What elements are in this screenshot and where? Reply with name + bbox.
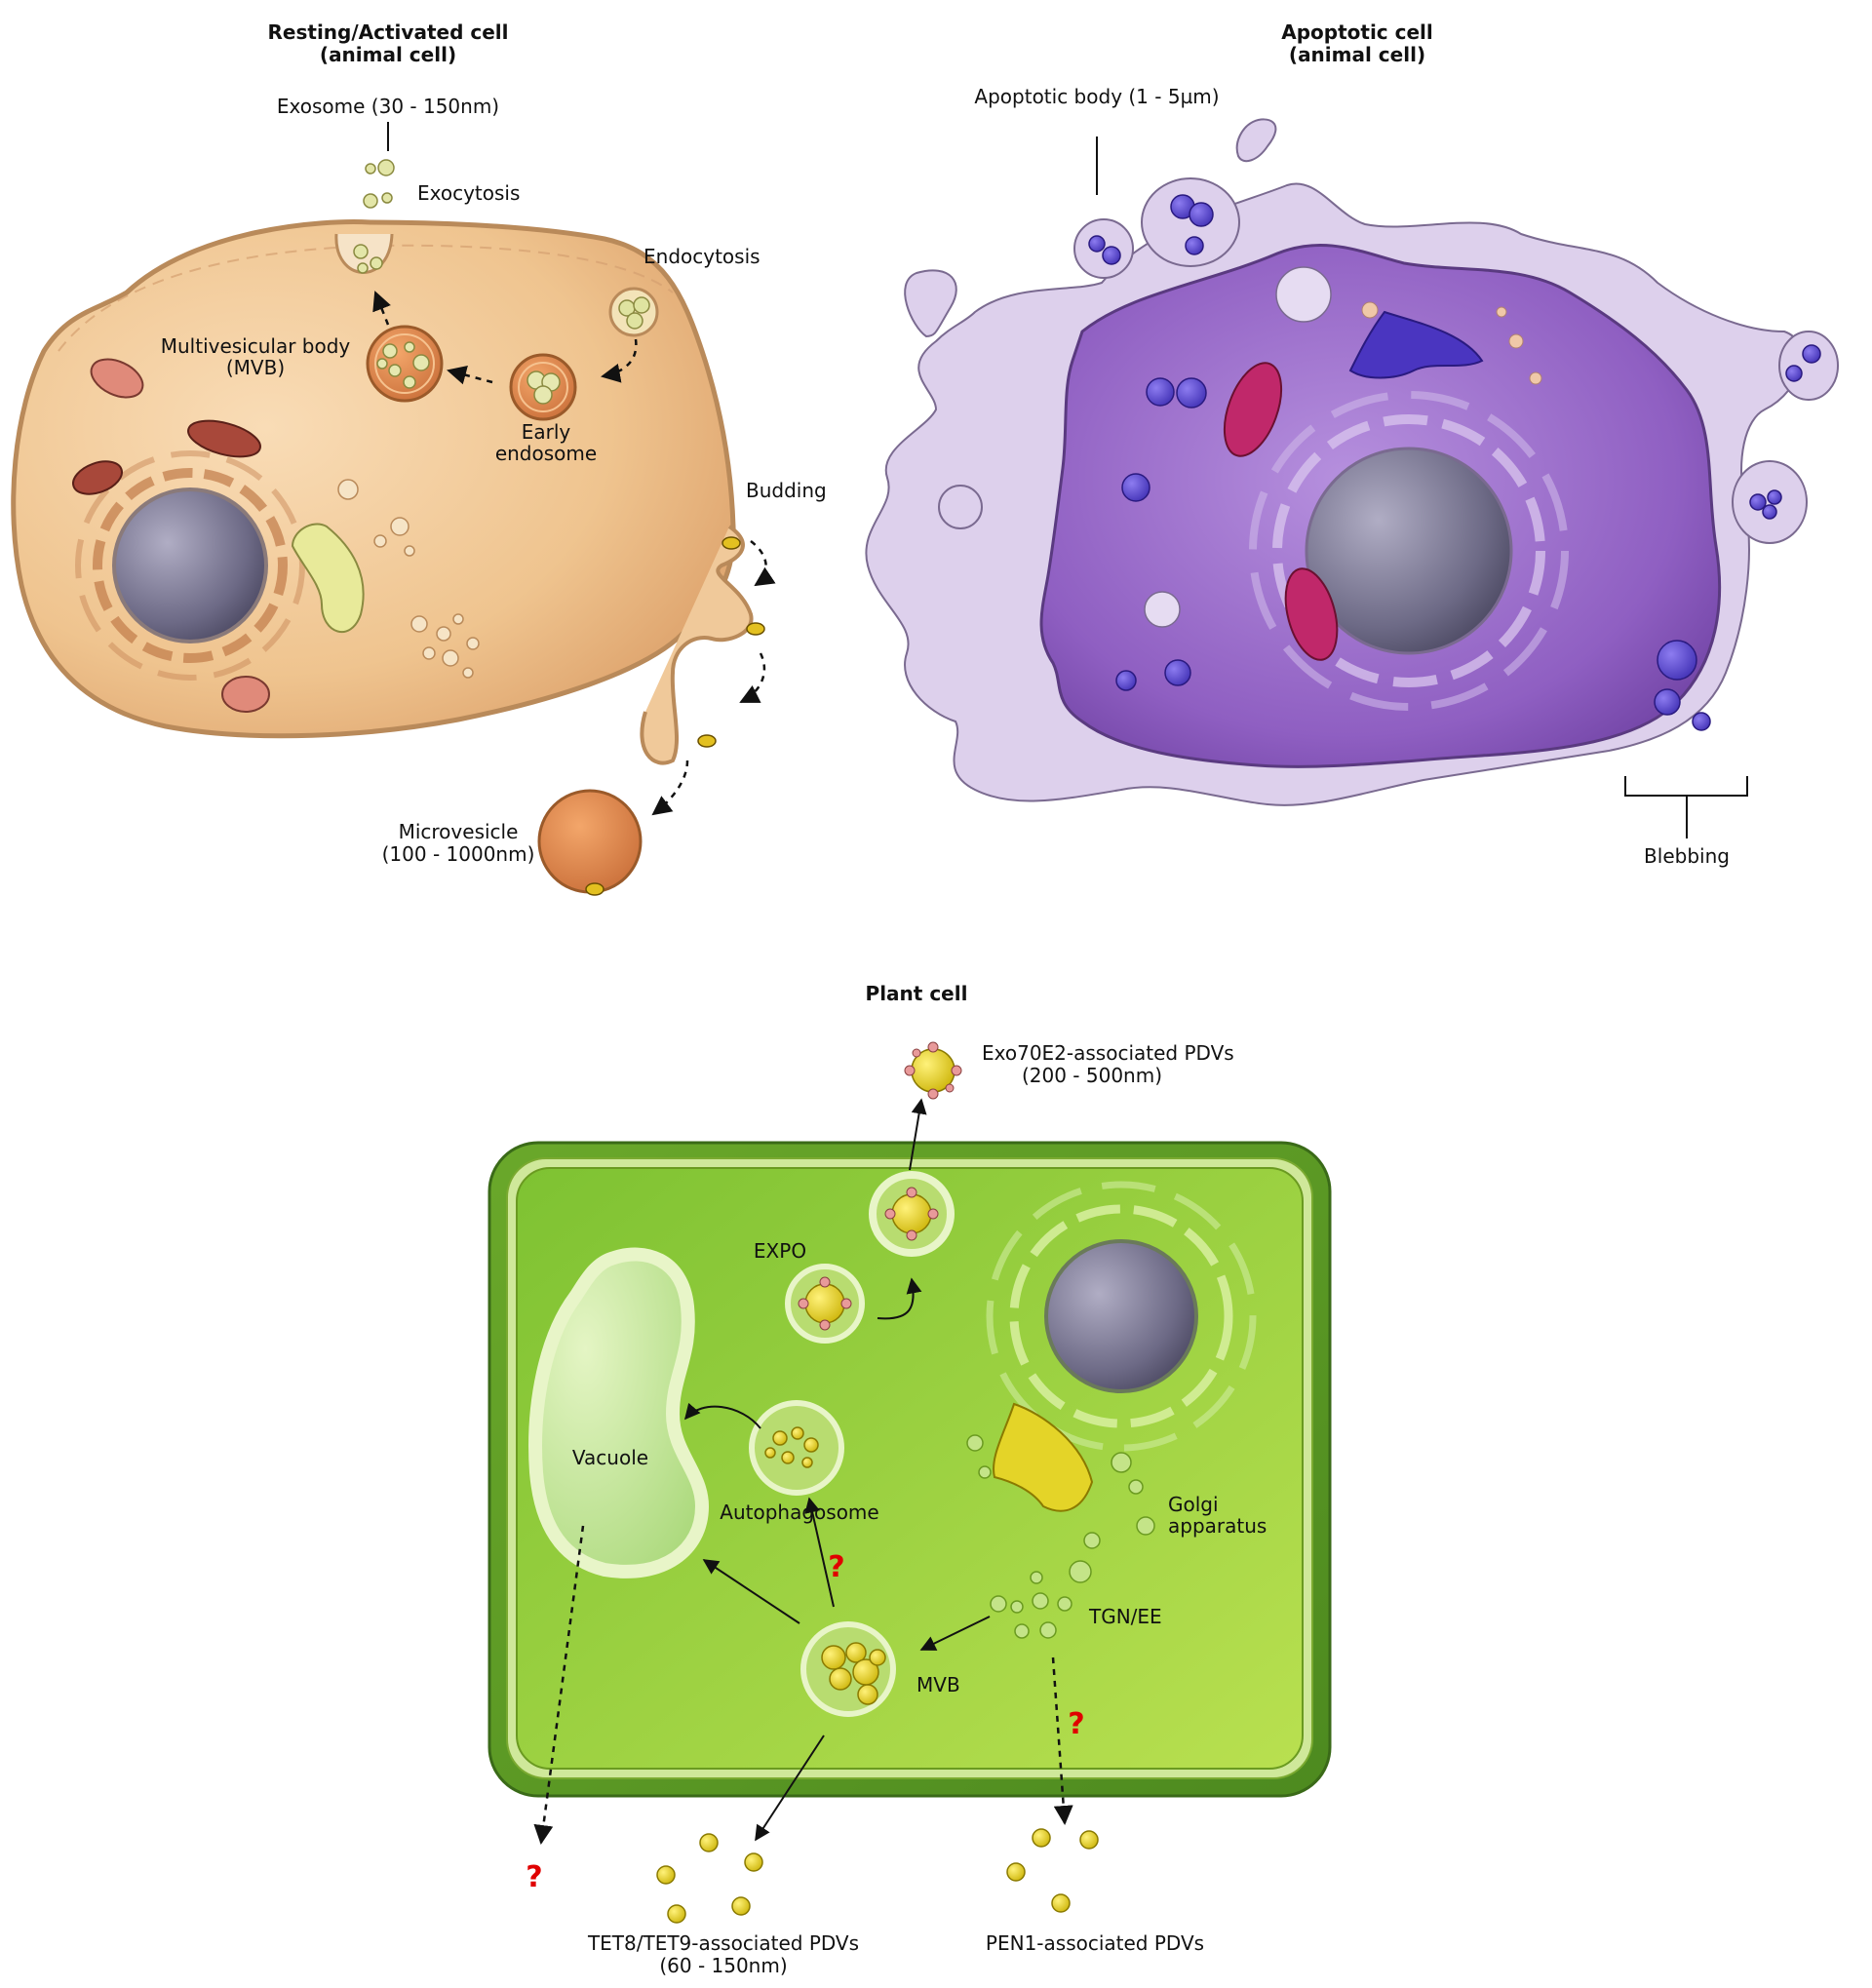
mitochondrion-3 <box>72 460 123 495</box>
animal-golgi <box>291 523 365 634</box>
budding-arrow-2 <box>739 652 766 704</box>
mvb-to-exocytosis-arrow <box>372 291 391 326</box>
autophagosome <box>749 1400 844 1496</box>
budding-label: Budding <box>746 479 827 502</box>
apoptotic-cell-panel: Apoptotic cell (animal cell) <box>865 20 1839 868</box>
apoptotic-mitochondrion-2 <box>1284 567 1339 661</box>
question-mark-tgn: ? <box>1068 1707 1084 1741</box>
mvb-release-arrow <box>755 1735 825 1842</box>
pen1-label: PEN1-associated PDVs <box>986 1931 1204 1955</box>
plant-title: Plant cell <box>866 982 968 1005</box>
budding-protrusions <box>640 525 754 765</box>
blebbing-label: Blebbing <box>1644 844 1730 868</box>
apoptotic-mitochondrion-1 <box>1223 362 1283 457</box>
microvesicle <box>537 789 643 894</box>
exosome-label: Exosome (30 - 150nm) <box>277 95 499 118</box>
golgi-label-line2: apparatus <box>1168 1514 1267 1538</box>
plant-vacuole <box>528 1247 710 1579</box>
apoptotic-bodies <box>904 118 1839 544</box>
animal-nucleus <box>112 487 268 643</box>
apoptotic-body-label: Apoptotic body (1 - 5µm) <box>974 85 1219 108</box>
budding-protein-1 <box>722 536 741 550</box>
mitochondrion-1 <box>90 358 144 399</box>
mvb-label-line2: (MVB) <box>226 356 285 379</box>
vacuole-label: Vacuole <box>572 1446 648 1469</box>
cytoplasm-vesicles <box>337 479 480 679</box>
budding-arrow-3 <box>651 760 689 816</box>
endocytosis-arrow <box>601 338 638 383</box>
apoptotic-title-line1: Apoptotic cell <box>1281 20 1433 44</box>
plant-golgi <box>993 1402 1094 1512</box>
mitochondrion-4 <box>221 676 270 713</box>
endocytosis-label: Endocytosis <box>644 245 760 268</box>
microvesicle-label-line1: Microvesicle <box>399 820 519 843</box>
pen1-pdvs <box>1006 1828 1099 1913</box>
expo-release-arrow <box>909 1098 927 1171</box>
microvesicle-label-line2: (100 - 1000nm) <box>382 842 535 866</box>
mvb-to-autophagosome-arrow <box>804 1497 835 1608</box>
apoptotic-vesicles <box>1115 377 1711 731</box>
golgi-label-line1: Golgi <box>1168 1493 1219 1516</box>
exocytosis-label: Exocytosis <box>417 181 520 205</box>
plant-mvb <box>800 1621 896 1717</box>
plant-mvb-label: MVB <box>916 1673 960 1696</box>
budding-protein-3 <box>697 734 717 748</box>
early-endosome-label-line2: endosome <box>495 442 597 465</box>
tet8-tet9-label-line1: TET8/TET9-associated PDVs <box>587 1931 859 1955</box>
exo70e2-label-line2: (200 - 500nm) <box>1022 1064 1162 1087</box>
budding-arrow-1 <box>750 540 776 587</box>
apoptotic-nucleus <box>1305 447 1513 655</box>
blebbing-bracket <box>1624 776 1748 838</box>
budding-protein-2 <box>746 622 765 636</box>
animal-cell-panel: Resting/Activated cell (animal cell) Exo… <box>11 20 827 896</box>
tgn-release-arrow <box>1051 1657 1073 1825</box>
tgn-label: TGN/EE <box>1088 1605 1162 1628</box>
tgn-vesicles <box>990 1560 1092 1639</box>
mvb-to-vacuole-arrow <box>702 1559 800 1624</box>
apoptotic-golgi <box>1348 310 1484 379</box>
tet8-tet9-pdvs <box>656 1833 763 1924</box>
expo-label: EXPO <box>754 1239 806 1263</box>
early-to-mvb-arrow <box>447 365 493 385</box>
autophagosome-label: Autophagosome <box>720 1501 878 1524</box>
tgn-to-mvb-arrow <box>919 1616 991 1651</box>
animal-title-line2: (animal cell) <box>320 43 456 66</box>
exo70e2-label-line1: Exo70E2-associated PDVs <box>982 1041 1234 1065</box>
tet8-tet9-label-line2: (60 - 150nm) <box>659 1954 787 1977</box>
mvb-label-line1: Multivesicular body <box>161 334 351 358</box>
question-mark-vacuole: ? <box>526 1860 542 1894</box>
mitochondrion-2 <box>187 419 261 458</box>
expo-to-membrane-arrow <box>877 1277 922 1320</box>
early-endosome-label-line1: Early <box>522 420 571 444</box>
animal-title-line1: Resting/Activated cell <box>268 20 509 44</box>
autophagosome-to-vacuole-arrow <box>683 1402 761 1429</box>
apoptotic-title-line2: (animal cell) <box>1289 43 1425 66</box>
question-mark-autophagosome: ? <box>828 1550 844 1584</box>
plant-cell-panel: Plant cell Vacuole Golgi apparatus TGN/E… <box>488 982 1332 1977</box>
plant-nucleus <box>1044 1239 1198 1393</box>
exosome-vesicles <box>363 159 395 209</box>
